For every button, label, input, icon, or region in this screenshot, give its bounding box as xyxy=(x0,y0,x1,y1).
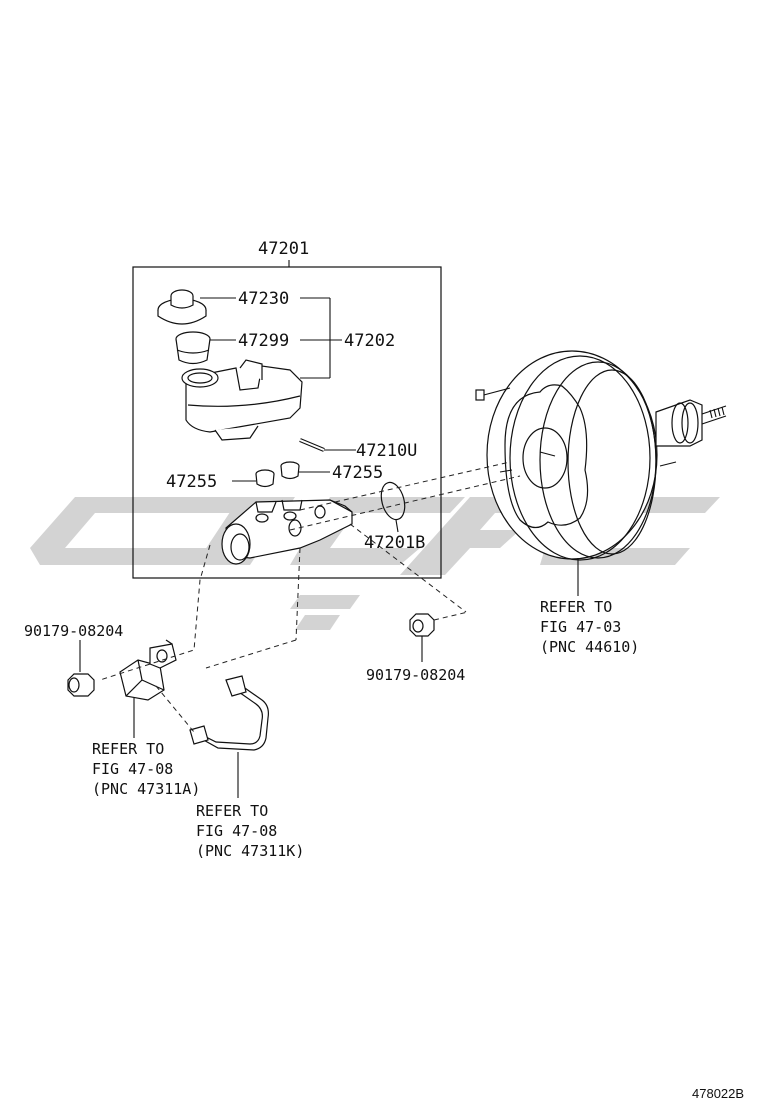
label-reservoir: 47202 xyxy=(344,331,395,351)
ref-note-tube-a: REFER TO FIG 47-08 (PNC 47311A) xyxy=(92,740,200,798)
grommet-right xyxy=(280,461,300,480)
label-strainer: 47299 xyxy=(238,331,289,351)
assembly-box xyxy=(132,266,442,579)
ref-tube-a-line3: (PNC 47311A) xyxy=(92,780,200,798)
ref-tube-k-line2: FIG 47-08 xyxy=(196,822,277,840)
label-grommet-right: 47255 xyxy=(332,463,383,483)
ref-note-booster: REFER TO FIG 47-03 (PNC 44610) xyxy=(540,598,639,656)
reservoir xyxy=(181,359,303,441)
o-ring xyxy=(380,481,406,521)
ref-booster-line1: REFER TO xyxy=(540,598,612,616)
nut-right xyxy=(409,613,435,637)
label-nut-right: 90179-08204 xyxy=(366,666,465,684)
label-pin: 47210U xyxy=(356,441,417,461)
label-oring: 47201B xyxy=(364,533,425,553)
brake-tube xyxy=(189,675,269,751)
ref-booster-line2: FIG 47-03 xyxy=(540,618,621,636)
reservoir-cap xyxy=(157,289,207,325)
grommet-left xyxy=(255,469,275,488)
ref-tube-k-line3: (PNC 47311K) xyxy=(196,842,304,860)
alignment-lines xyxy=(99,461,521,733)
ref-tube-a-line1: REFER TO xyxy=(92,740,164,758)
master-cylinder xyxy=(221,499,353,565)
nut-left xyxy=(67,673,95,697)
label-assy: 47201 xyxy=(258,239,309,259)
leader-lines xyxy=(79,297,579,798)
ref-tube-k-line1: REFER TO xyxy=(196,802,268,820)
figure-code: 478022B xyxy=(692,1086,744,1101)
label-cap: 47230 xyxy=(238,289,289,309)
strainer xyxy=(175,331,211,365)
label-nut-left: 90179-08204 xyxy=(24,622,123,640)
ref-booster-line3: (PNC 44610) xyxy=(540,638,639,656)
brake-booster xyxy=(475,350,727,561)
label-grommet-left: 47255 xyxy=(166,472,217,492)
ref-note-tube-k: REFER TO FIG 47-08 (PNC 47311K) xyxy=(196,802,304,860)
ref-tube-a-line2: FIG 47-08 xyxy=(92,760,173,778)
pressure-connector xyxy=(119,639,177,701)
